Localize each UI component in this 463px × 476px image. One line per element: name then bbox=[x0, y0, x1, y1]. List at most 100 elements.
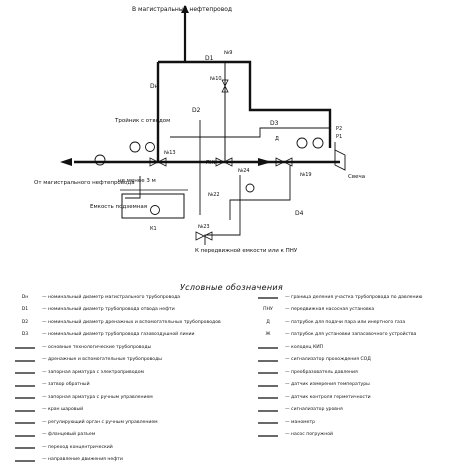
legend-symbol bbox=[12, 357, 38, 365]
legend-row: — фланцевый разъем bbox=[12, 432, 95, 440]
legend-row: — затвор обратный bbox=[12, 382, 90, 390]
temperature-sensor-icon bbox=[312, 137, 324, 149]
legend-label: — патрубок для установки запасовочного у… bbox=[285, 332, 417, 338]
label-d2: D2 bbox=[192, 107, 201, 114]
legend-row: D3 — номинальный диаметр трубопровода газ… bbox=[12, 332, 195, 340]
main-pipe-d1 bbox=[158, 60, 332, 148]
legend-symbol bbox=[12, 432, 38, 440]
legend-label: — колодец КИП bbox=[285, 344, 324, 350]
legend-row: — дренажные и вспомогательные трубопрово… bbox=[12, 357, 162, 365]
legend-label: — запорная арматура с ручным управлением bbox=[42, 394, 153, 400]
label-n24: №24 bbox=[238, 168, 250, 174]
legend-symbol: Ж bbox=[265, 332, 271, 338]
check-valve-icon bbox=[258, 158, 272, 166]
legend-symbol bbox=[255, 407, 281, 415]
legend-symbol bbox=[255, 432, 281, 440]
legend-row: ПНУ — передвижная насосная установка bbox=[255, 307, 374, 315]
legend-symbol bbox=[255, 357, 281, 365]
legend-label: — номинальный диаметр трубопровода газов… bbox=[42, 332, 195, 338]
legend-label: — регулирующий орган с ручным управление… bbox=[42, 419, 158, 425]
legend-label: — сигнализатор уровня bbox=[285, 407, 343, 413]
label-p2: P2 bbox=[336, 126, 342, 132]
kip-well-icon bbox=[94, 154, 106, 166]
label-dn: Dн bbox=[150, 83, 159, 90]
label-n10: №10 bbox=[210, 76, 222, 82]
label-tank: Емкость подземная bbox=[90, 204, 147, 210]
legend-label: — затвор обратный bbox=[42, 382, 90, 388]
legend-symbol bbox=[255, 294, 281, 302]
legend-row: — датчик измерения температуры bbox=[255, 382, 370, 390]
legend-row: — сигнализатор уровня bbox=[255, 407, 343, 415]
level-sensor-icon bbox=[150, 205, 160, 215]
legend-symbol bbox=[12, 369, 38, 377]
legend-label: — преобразователь давления bbox=[285, 369, 358, 375]
legend-row: Dн— номинальный диаметр магистрального т… bbox=[12, 294, 180, 302]
legend-label: — переход концентрический bbox=[42, 444, 113, 450]
legend-symbol bbox=[12, 419, 38, 427]
legend-symbol: Dн bbox=[21, 294, 29, 300]
valve-icon bbox=[221, 79, 229, 87]
legend-symbol bbox=[12, 382, 38, 390]
legend-symbol bbox=[255, 419, 281, 427]
legend-label: — основные технологические трубопроводы bbox=[42, 344, 152, 350]
legend-symbol bbox=[12, 394, 38, 402]
legend-symbol: Д bbox=[266, 319, 270, 325]
legend-symbol: ПНУ bbox=[263, 307, 273, 313]
legend-symbol: D3 bbox=[21, 332, 29, 338]
candle-icon bbox=[334, 149, 346, 171]
label-from-main: От магистрального нефтепровода bbox=[34, 180, 135, 186]
valve-icon bbox=[149, 157, 159, 167]
legend-label: — номинальный диаметр дренажных и вспомо… bbox=[42, 319, 221, 325]
legend-label: — датчик измерения температуры bbox=[285, 382, 370, 388]
valve-icon bbox=[283, 157, 293, 167]
legend-label: — номинальный диаметр трубопровода отвод… bbox=[42, 307, 175, 313]
legend-symbol bbox=[255, 369, 281, 377]
flow-arrow-up-icon bbox=[181, 5, 189, 13]
legend-label: — дренажные и вспомогательные трубопрово… bbox=[42, 357, 162, 363]
legend-label: — граница деления участка трубопровода п… bbox=[285, 294, 423, 300]
underground-tank bbox=[121, 193, 185, 219]
legend-row: — преобразователь давления bbox=[255, 369, 358, 377]
label-to-main: В магистральный нефтепровод bbox=[132, 6, 232, 13]
valve-icon bbox=[223, 157, 233, 167]
legend-symbol bbox=[12, 457, 38, 465]
label-not-less: не менее 3 м bbox=[118, 178, 156, 184]
legend-row: — сигнализатор прохождения СОД bbox=[255, 357, 371, 365]
label-candle: Свеча bbox=[348, 174, 365, 180]
legend-row: — манометр bbox=[255, 419, 315, 427]
legend-label: — насос погружной bbox=[285, 432, 333, 438]
aux-line-lower bbox=[229, 165, 291, 220]
legend-label: — датчик контроля герметичности bbox=[285, 394, 371, 400]
legend-title: Условные обозначения bbox=[179, 283, 283, 292]
tank-inlet-line bbox=[125, 176, 141, 199]
label-n22: №22 bbox=[208, 192, 220, 198]
valve-icon bbox=[203, 231, 213, 241]
label-d: Д bbox=[275, 136, 279, 142]
pipeline-schematic: В магистральный нефтепровод Емкость подз… bbox=[34, 5, 365, 254]
label-d3: D3 bbox=[270, 120, 279, 127]
label-p1: P1 bbox=[336, 134, 342, 140]
pressure-transducer-icon bbox=[296, 137, 308, 149]
legend-row: — основные технологические трубопроводы bbox=[12, 344, 151, 352]
legend-symbol bbox=[255, 344, 281, 352]
legend-row: — граница деления участка трубопровода п… bbox=[255, 294, 422, 302]
label-pnu: ПНУ bbox=[206, 160, 217, 166]
legend-row: Ж — патрубок для установки запасовочного … bbox=[255, 332, 417, 340]
legend-row: — запорная арматура с электроприводом bbox=[12, 369, 144, 377]
legend-label: — патрубок для подачи пара или инертного… bbox=[285, 319, 406, 325]
label-k1: К1 bbox=[150, 226, 157, 232]
legend-label: — манометр bbox=[285, 419, 316, 425]
legend-row: — насос погружной bbox=[255, 432, 333, 440]
legend-symbol: D1 bbox=[21, 307, 29, 313]
legend-row: D1 — номинальный диаметр трубопровода отв… bbox=[12, 307, 175, 315]
legend-row: Д — патрубок для подачи пара или инертног… bbox=[255, 319, 405, 327]
legend-label: — направление движения нефти bbox=[42, 457, 123, 463]
legend-label: — передвижная насосная установка bbox=[285, 307, 375, 313]
label-tech-fitting: Тройник с отводом bbox=[114, 117, 170, 124]
ptmp-line bbox=[204, 175, 241, 245]
label-n9: №9 bbox=[224, 50, 232, 56]
valve-icon bbox=[215, 157, 225, 167]
valve-icon bbox=[157, 157, 167, 167]
legend-symbol bbox=[255, 394, 281, 402]
label-n13: №13 bbox=[164, 150, 176, 156]
